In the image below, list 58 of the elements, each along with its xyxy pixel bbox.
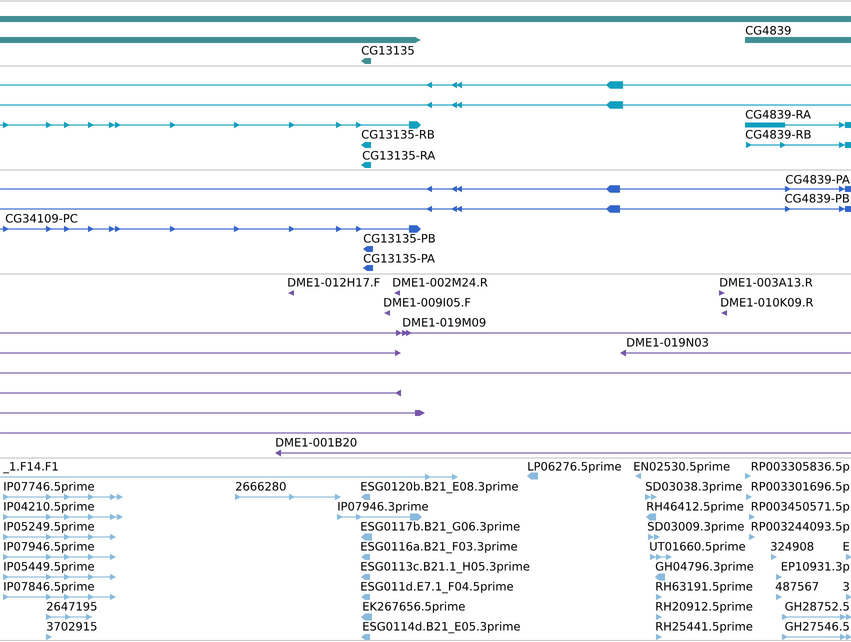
feature-label: CG4839-PA: [786, 174, 850, 184]
feature-label: ESG0113c.B21.1_H05.3prime: [361, 562, 530, 574]
feature-label: CG4839-RB: [746, 130, 811, 139]
feature-label: IP07846.5prime: [4, 582, 94, 593]
feature-label: GH27546.5: [785, 622, 849, 631]
feature-label: ESG0120b.B21_E08.3prime: [361, 482, 518, 494]
feature-label: CG13135-RB: [362, 130, 434, 139]
feature-label: 324908: [771, 542, 814, 551]
feature-label: 3: [843, 582, 849, 591]
feature-label: ESG0117b.B21_G06.3prime: [361, 522, 520, 534]
feature-label: GH28752.5: [785, 602, 849, 611]
feature-label: CG34109-PC: [6, 214, 78, 223]
feature-label: ESG0114d.B21_E05.3prime: [363, 622, 520, 634]
feature-label: DME1-001B20: [276, 438, 356, 447]
feature-label: 2666280: [236, 482, 286, 491]
feature-label: CG13135-PA: [364, 254, 435, 263]
feature-label: CG4839-PB: [785, 194, 849, 203]
feature-label: DME1-009I05.F: [384, 298, 470, 307]
feature-label: RH20912.5prime: [656, 602, 752, 613]
feature-label: 487567: [776, 582, 818, 591]
feature-label: _1.F14.F1: [3, 462, 58, 474]
feature-label: RH25441.5prime: [656, 622, 752, 633]
feature-label: ESG0116a.B21_F03.3prime: [361, 542, 518, 554]
feature-label: RP003305836.5p: [752, 462, 850, 473]
feature-label: E: [844, 542, 850, 550]
feature-label: CG13135-PB: [364, 234, 435, 243]
feature-label: RP003301696.5p: [752, 482, 850, 493]
feature-label: SD03038.3prime: [646, 482, 742, 493]
feature-label: CG13135-RA: [362, 150, 436, 160]
feature-label: RP003450571.5p: [752, 502, 850, 513]
feature-label: IP04210.5prime: [4, 502, 94, 513]
feature-label: EP10931.3p: [782, 562, 850, 573]
feature-label: IP05449.5prime: [4, 562, 94, 573]
feature-label: CG4839-RA: [746, 110, 811, 119]
feature-label: 3702915: [47, 622, 96, 631]
feature-label: IP05249.5prime: [4, 522, 94, 533]
feature-label: DME1-019M09: [403, 318, 486, 327]
feature-label: SD03009.3prime: [648, 522, 744, 533]
feature-label: EN02530.5prime: [634, 462, 730, 473]
feature-label: CG13135: [362, 46, 414, 55]
feature-label: LP06276.5prime: [528, 462, 621, 473]
feature-label: IP07746.5prime: [4, 482, 94, 493]
feature-label: DME1-012H17.F: [288, 278, 380, 287]
feature-label: DME1-002M24.R: [393, 278, 488, 287]
feature-label: DME1-019N03: [627, 338, 708, 347]
feature-label: DME1-003A13.R: [720, 278, 812, 287]
feature-label: ESG011d.E7.1_F04.5prime: [361, 582, 513, 594]
feature-label: UT01660.5prime: [650, 542, 746, 553]
feature-label: GH04796.3prime: [656, 562, 754, 573]
feature-label: RH63191.5prime: [656, 582, 752, 593]
feature-label: IP07946.5prime: [4, 542, 94, 553]
feature-label: RH46412.5prime: [647, 502, 744, 513]
feature-label: EK267656.5prime: [363, 602, 465, 613]
feature-label: DME1-010K09.R: [721, 298, 814, 307]
feature-label: IP07946.3prime: [338, 502, 428, 513]
feature-label: 2647195: [47, 602, 96, 611]
feature-label: RP003244093.5p: [752, 522, 850, 533]
feature-label: CG4839: [746, 26, 791, 35]
